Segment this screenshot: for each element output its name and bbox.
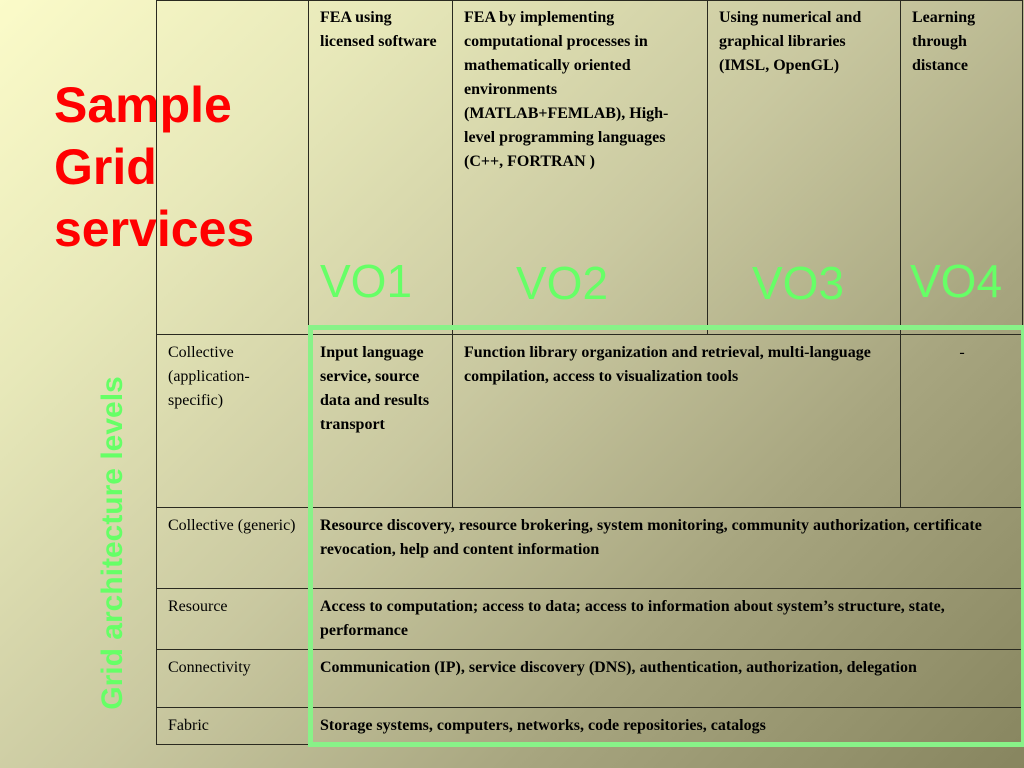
level-collective-app: Collective (application-specific) [156,334,309,508]
cell-vo2-vo3-collective-app: Function library organization and retrie… [452,334,901,508]
cell-fabric: Storage systems, computers, networks, co… [308,707,1023,745]
table-row: Collective (application-specific) Input … [156,334,1023,508]
level-connectivity: Connectivity [156,649,309,708]
table-row: Collective (generic) Resource discovery,… [156,507,1023,589]
table-row: Connectivity Communication (IP), service… [156,649,1023,708]
cell-vo1-collective-app: Input language service, source data and … [308,334,453,508]
cell-resource: Access to computation; access to data; a… [308,588,1023,650]
grid-architecture-levels-label: Grid architecture levels [96,376,129,710]
cell-collective-generic: Resource discovery, resource brokering, … [308,507,1023,589]
vo1-label: VO1 [320,255,413,307]
cell-connectivity: Communication (IP), service discovery (D… [308,649,1023,708]
grid-services-table: FEA using licensed software FEA by imple… [156,0,1023,745]
table-row: Resource Access to computation; access t… [156,588,1023,650]
vo3-label: VO3 [752,257,845,309]
level-fabric: Fabric [156,707,309,745]
level-collective-generic: Collective (generic) [156,507,309,589]
title-line-2: Grid [54,139,157,195]
table-header-row: FEA using licensed software FEA by imple… [156,0,1023,335]
table-row: Fabric Storage systems, computers, netwo… [156,707,1023,745]
header-vo2-cell: FEA by implementing computational proces… [452,0,708,335]
cell-vo4-collective-app: - [900,334,1023,508]
vo4-label: VO4 [910,255,1003,307]
header-corner-cell [156,0,309,335]
level-resource: Resource [156,588,309,650]
header-vo4-cell: Learning through distance [900,0,1023,335]
vo2-label: VO2 [516,257,609,309]
